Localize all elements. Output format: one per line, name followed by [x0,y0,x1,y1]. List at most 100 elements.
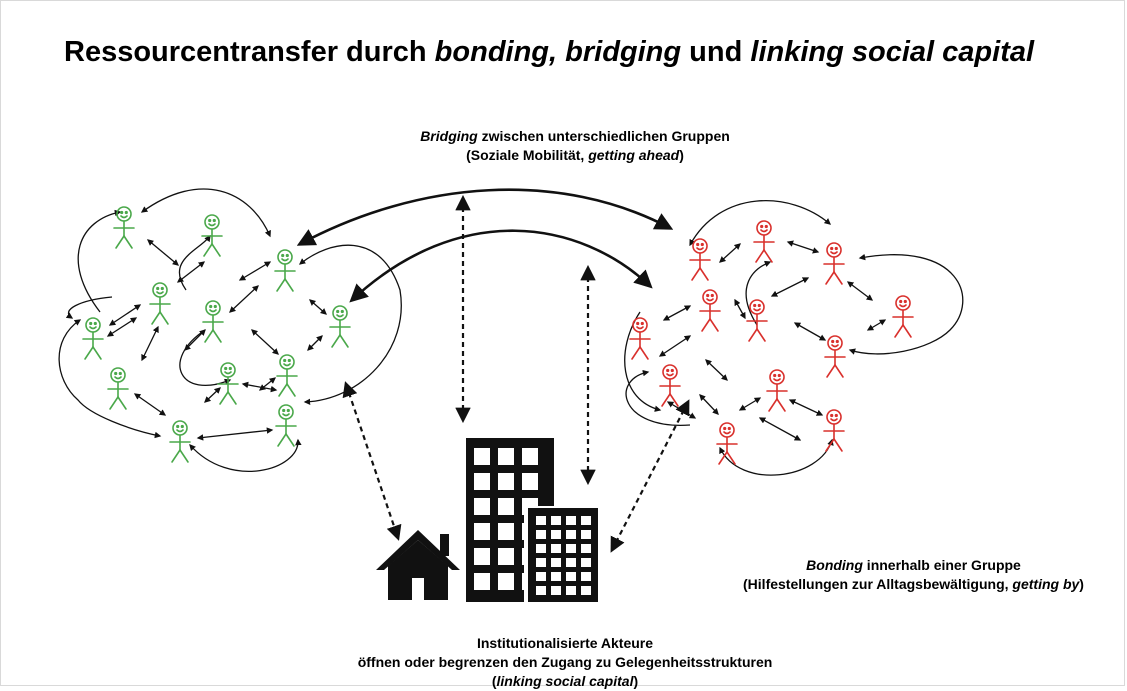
bonding-arrow [147,239,179,266]
bonding-caption: Bonding innerhalb einer Gruppe (Hilfeste… [700,556,1127,594]
bonding-arrow [196,427,274,441]
stick-figure-icon [892,295,914,338]
stick-figure-icon [217,362,239,405]
bonding-arrow [662,305,692,321]
page-title: Ressourcentransfer durch bonding, bridgi… [64,36,1034,69]
bridging-caption: Bridging zwischen unterschiedlichen Grup… [380,127,770,165]
stick-figure-icon [699,289,721,332]
stick-figure-icon [746,299,768,342]
bonding-sub-italic: getting by [1012,576,1080,592]
bonding-arrow [758,417,802,441]
bridging-sub-italic: getting ahead [588,147,680,163]
bonding-arrow [251,329,279,355]
bonding-curve-arrow [65,296,113,319]
bonding-arrow [133,393,167,416]
bonding-arrow [108,304,142,326]
stick-figure-icon [275,404,297,447]
stick-figure-icon [329,305,351,348]
title-text: Ressourcentransfer durch [64,36,435,68]
stick-figure-icon [169,420,191,463]
bonding-sub-start: (Hilfestellungen zur Alltagsbewältigung, [743,576,1013,592]
stick-figure-icon [107,367,129,410]
stick-figure-icon [276,354,298,397]
bonding-curve-arrow [77,209,122,313]
bonding-sub-end: ) [1079,576,1084,592]
bonding-arrow [786,240,820,254]
linking-arrow [342,381,402,541]
connection-layer [58,188,964,553]
linking-arrow [610,399,690,553]
bonding-curve-arrow [179,329,232,386]
title-und: und [681,36,751,68]
bonding-curve-arrow [745,260,772,326]
bonding-curve-arrow [848,253,964,355]
bonding-curve-arrow [58,319,162,439]
stick-figure-icon [753,220,775,263]
stick-figure-icon [202,300,224,343]
bridging-sub-end: ) [679,147,684,163]
bonding-arrow [309,299,327,315]
bonding-curve-arrow [298,244,402,406]
bonding-arrow [788,399,824,416]
bonding-arrow [846,281,874,301]
stick-figure-icon [201,214,223,257]
bonding-arrow [658,335,692,357]
stick-figure-icon [766,369,788,412]
bonding-arrow [106,317,138,337]
stick-figure-icon [82,317,104,360]
title-comma: , [549,36,566,68]
small-office-building-icon [524,506,598,602]
figures-layer [82,206,914,465]
linking-line1: Institutionalisierte Akteure [476,635,654,651]
stick-figure-icon [824,335,846,378]
bonding-arrow [699,394,719,415]
bonding-curve-arrow [140,188,271,238]
bonding-arrow [238,261,272,281]
bridging-term: Bridging [420,128,478,144]
bridging-arrow [349,229,653,303]
bonding-arrow [229,285,259,313]
bridging-arrow [296,188,674,246]
bonding-term: Bonding [806,557,863,573]
bonding-arrow [770,277,810,297]
bonding-arrow [307,335,323,351]
bonding-arrow [734,298,746,320]
bonding-arrow [184,329,206,351]
bonding-curve-arrow [625,369,691,426]
stick-figure-icon [823,409,845,452]
bonding-curve-arrow [719,438,834,476]
bonding-arrow [176,261,206,283]
bonding-arrow [141,325,159,362]
title-linking: linking social capital [750,36,1035,68]
bonding-arrow [204,387,221,403]
linking-sub-end: ) [633,673,639,689]
bonding-curve-arrow [689,200,831,247]
stick-figure-icon [274,249,296,292]
bonding-arrow [241,381,278,393]
bonding-arrow [705,359,728,381]
stick-figure-icon [716,422,738,465]
house-icon [376,530,460,600]
bonding-arrow [666,401,697,419]
bonding-desc: innerhalb einer Gruppe [862,557,1021,573]
stick-figure-icon [689,238,711,281]
title-bonding: bonding [434,36,550,68]
bonding-arrow [793,322,827,341]
linking-sub-start: ( [491,673,497,689]
bonding-arrow [738,397,762,411]
stick-figure-icon [149,282,171,325]
bonding-curve-arrow [178,234,211,291]
bridging-desc: zwischen unterschiedlichen Gruppen [477,128,730,144]
bridging-sub-start: (Soziale Mobilität, [466,147,589,163]
stick-figure-icon [659,364,681,407]
title-bridging: bridging [565,36,682,68]
stick-figure-icon [113,206,135,249]
bonding-arrow [866,319,887,331]
stick-figure-icon [823,242,845,285]
linking-line2: öffnen oder begrenzen den Zugang zu Gele… [357,654,773,670]
bonding-curve-arrow [189,438,302,472]
stick-figure-icon [629,317,651,360]
linking-caption: Institutionalisierte Akteure öffnen oder… [300,634,830,691]
